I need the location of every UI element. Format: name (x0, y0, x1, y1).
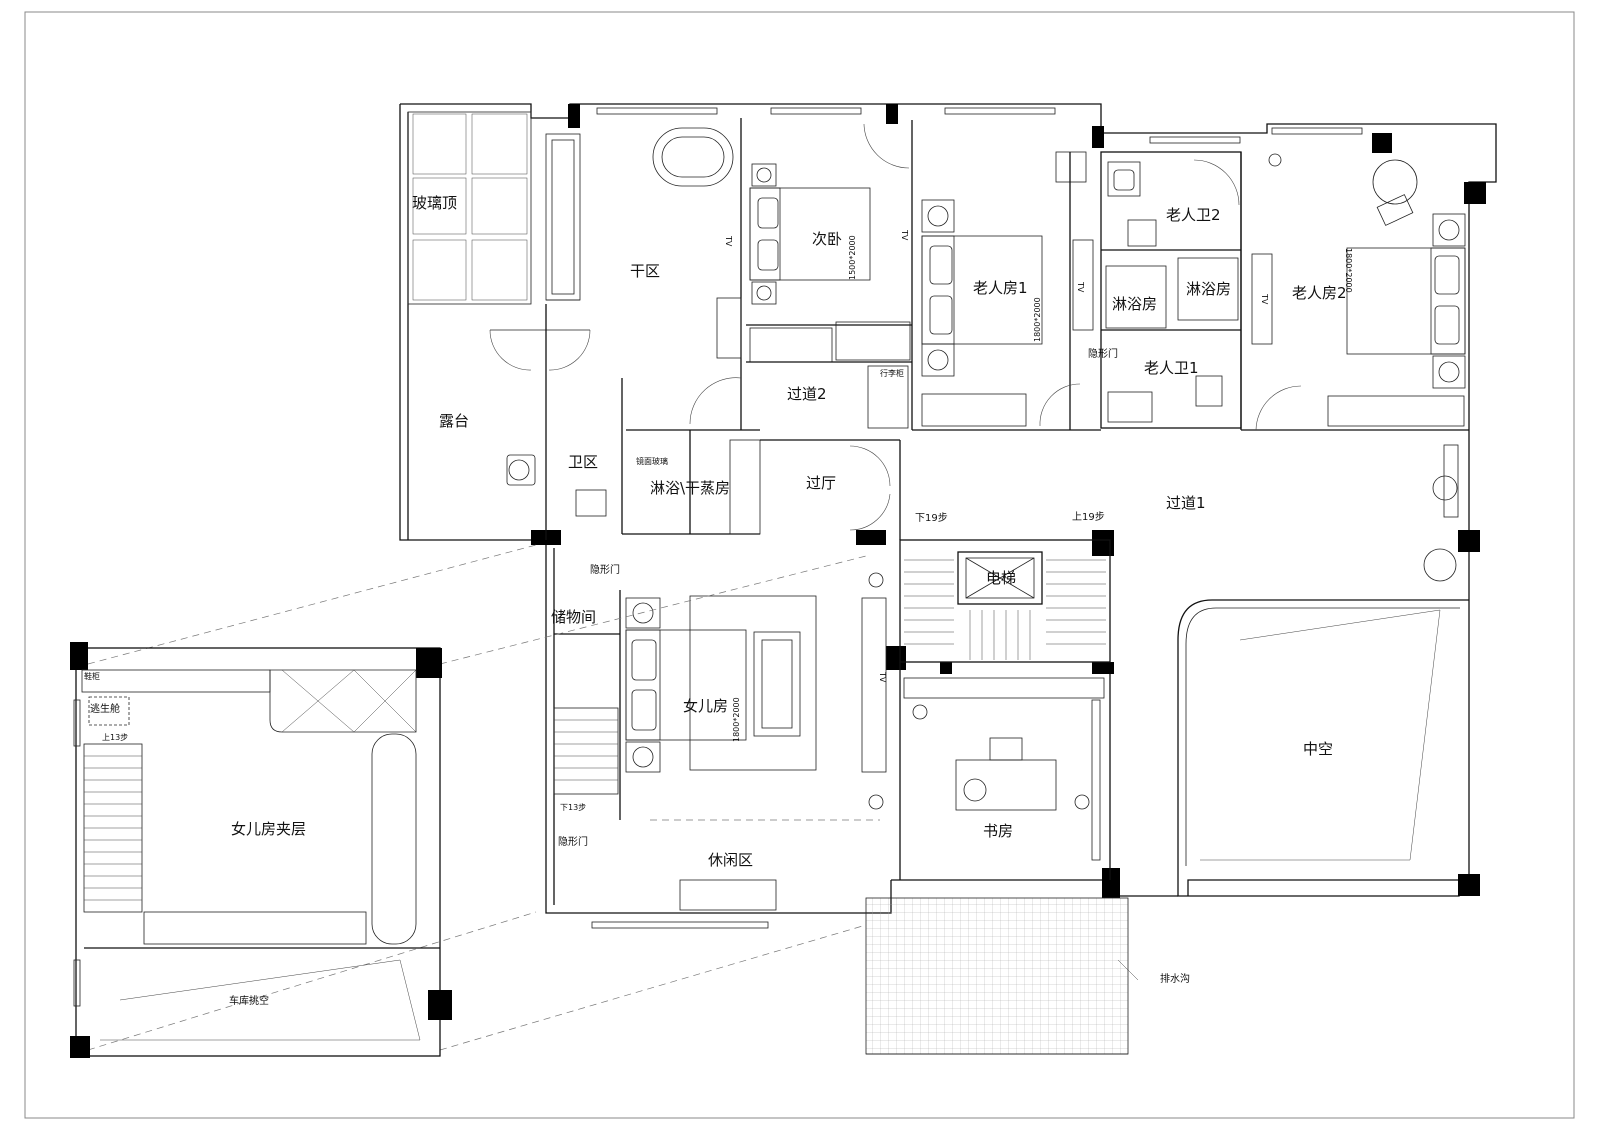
shoe-cabinet-note: 鞋柜 (84, 671, 100, 681)
garage-void-label: 车库挑空 (229, 994, 269, 1007)
drain-label: 排水沟 (1160, 972, 1190, 985)
sheet-border (24, 11, 1575, 1119)
terrace-label: 露台 (439, 412, 469, 430)
annotation-notes: 下19步 上19步 下13步 上13步 镜面玻璃 行李柜 鞋柜 1500*200… (84, 229, 1353, 812)
bed-size-elder1-note: 1800*2000 (1033, 297, 1042, 342)
escape-hatch-label: 逃生舱 (90, 702, 120, 715)
down19-note: 下19步 (915, 512, 948, 524)
bed-size-daughter-note: 1800*2000 (732, 697, 741, 742)
room-labels: 玻璃顶 露台 干区 卫区 淋浴\干蒸房 次卧 过道2 过厅 老人房1 老人卫2 … (90, 194, 1347, 1007)
bed-size-elder2-note: 1800*2000 (1344, 248, 1353, 293)
tv-note-a: TV (724, 235, 733, 247)
elevator-label: 电梯 (986, 569, 1016, 587)
study (899, 662, 1111, 880)
top-windows (596, 107, 1363, 144)
glass-roof-label: 玻璃顶 (412, 194, 457, 212)
elder-bath1-label: 老人卫1 (1144, 359, 1199, 377)
tv-note-c: TV (1260, 293, 1269, 305)
stair-elevator-core (899, 539, 1111, 699)
wash-area-label: 卫区 (568, 453, 598, 471)
hidden-door-a-label: 隐形门 (1088, 347, 1118, 360)
outer-walls (399, 103, 1497, 914)
elder-room2-label: 老人房2 (1292, 284, 1347, 302)
up19-note: 上19步 (1072, 511, 1105, 523)
study-label: 书房 (983, 822, 1013, 840)
tv-note-b: TV (900, 229, 909, 241)
foyer-corridor (760, 365, 1459, 582)
void-label: 中空 (1303, 740, 1333, 758)
daughter-room-label: 女儿房 (683, 697, 728, 715)
tv-note-e: TV (1076, 281, 1085, 293)
daughter-loft (70, 642, 452, 1058)
projection-lines (87, 544, 867, 1051)
daughter-room (553, 572, 887, 929)
elder-room1-label: 老人房1 (973, 279, 1028, 297)
elder-bath2-label: 老人卫2 (1166, 206, 1221, 224)
foyer-label: 过厅 (806, 474, 836, 492)
bottom-patio (865, 897, 1139, 1055)
elder-room-1 (912, 151, 1101, 431)
second-bedroom-label: 次卧 (812, 230, 842, 248)
shower-room-a-label: 淋浴房 (1112, 295, 1157, 313)
hidden-door-b-label: 隐形门 (590, 563, 620, 576)
structural-columns (531, 104, 1486, 898)
hidden-door-c-label: 隐形门 (558, 835, 588, 848)
storage-label: 储物间 (551, 608, 596, 626)
dry-area-label: 干区 (630, 262, 660, 280)
corridor2-label: 过道2 (787, 385, 827, 403)
bed-size-1500-note: 1500*2000 (848, 235, 857, 280)
mirror-glass-note: 镜面玻璃 (636, 456, 668, 466)
down13-note: 下13步 (560, 803, 586, 812)
luggage-cabinet-note: 行李柜 (880, 368, 904, 378)
shower-sauna-label: 淋浴\干蒸房 (650, 479, 730, 497)
elder-room-2 (1240, 152, 1469, 431)
corridor1-label: 过道1 (1166, 494, 1206, 512)
glass-roof-area (407, 111, 532, 305)
up13-note: 上13步 (102, 733, 128, 742)
shower-room-b-label: 淋浴房 (1186, 280, 1231, 298)
daughter-loft-label: 女儿房夹层 (231, 820, 306, 838)
second-bedroom (746, 120, 913, 430)
tv-note-d: TV (878, 671, 887, 683)
master-bath (506, 118, 761, 540)
leisure-area-label: 休闲区 (708, 851, 753, 869)
void-area (1177, 599, 1469, 868)
